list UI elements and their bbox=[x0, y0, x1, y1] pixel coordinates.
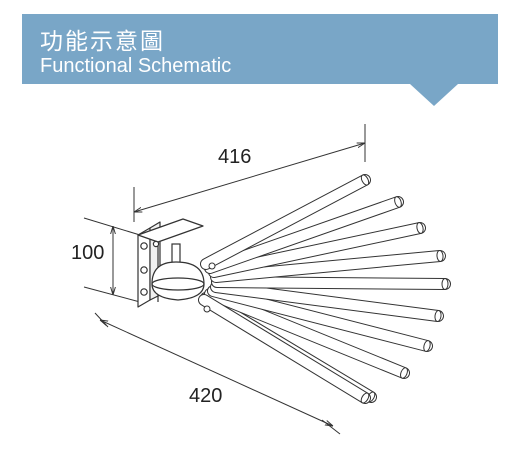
header-band bbox=[22, 14, 498, 84]
title-english: Functional Schematic bbox=[40, 55, 232, 77]
hub bbox=[151, 243, 205, 301]
arm-1-end-cap bbox=[360, 174, 370, 186]
bracket-top-flange bbox=[137, 218, 204, 243]
arm-3 bbox=[208, 222, 426, 278]
dimension-line-416 bbox=[134, 143, 365, 212]
dimension-line-420 bbox=[100, 320, 333, 426]
arm-2-end-cap bbox=[394, 196, 402, 208]
arm-7 bbox=[207, 285, 433, 352]
bracket-screw-hole-3 bbox=[140, 288, 148, 296]
extension-line-left-top bbox=[83, 217, 141, 236]
arm-8-end-cap bbox=[400, 367, 408, 379]
dimension-left bbox=[83, 217, 141, 303]
arms-group bbox=[198, 174, 451, 404]
extension-line-left-bottom bbox=[83, 286, 141, 303]
arm-4-end-cap bbox=[436, 250, 444, 262]
arm-3-end-cap bbox=[416, 222, 424, 234]
arm-6 bbox=[210, 281, 444, 322]
title-chinese: 功能示意圖 bbox=[40, 29, 165, 55]
dimension-label-420: 420 bbox=[189, 385, 222, 407]
hub-dome bbox=[151, 261, 205, 301]
arm-8 bbox=[204, 288, 410, 379]
bracket-screw-hole-1 bbox=[140, 242, 148, 250]
header-notch bbox=[410, 84, 458, 106]
arm-10 bbox=[198, 294, 371, 404]
dimension-label-416: 416 bbox=[218, 146, 251, 168]
dimension-bottom bbox=[94, 312, 341, 435]
arm-5-end-cap bbox=[441, 278, 449, 290]
arm-7-end-cap bbox=[423, 340, 431, 352]
hub-fittings bbox=[203, 262, 216, 313]
arm-1 bbox=[200, 174, 371, 270]
dimension-top bbox=[134, 124, 365, 222]
fitting-1 bbox=[208, 262, 216, 270]
arm-4 bbox=[210, 250, 446, 283]
bracket-screw-hole-2 bbox=[140, 266, 148, 274]
fitting-2 bbox=[203, 305, 211, 313]
dimension-label-100: 100 bbox=[71, 242, 104, 264]
extension-line-bottom-left bbox=[94, 312, 109, 328]
arm-2 bbox=[204, 196, 404, 274]
bracket-screw-hole-4 bbox=[152, 240, 160, 248]
arm-10-end-cap bbox=[360, 392, 370, 404]
arm-6-end-cap bbox=[434, 310, 442, 322]
arm-5 bbox=[211, 276, 451, 290]
hub-rim bbox=[151, 277, 205, 291]
